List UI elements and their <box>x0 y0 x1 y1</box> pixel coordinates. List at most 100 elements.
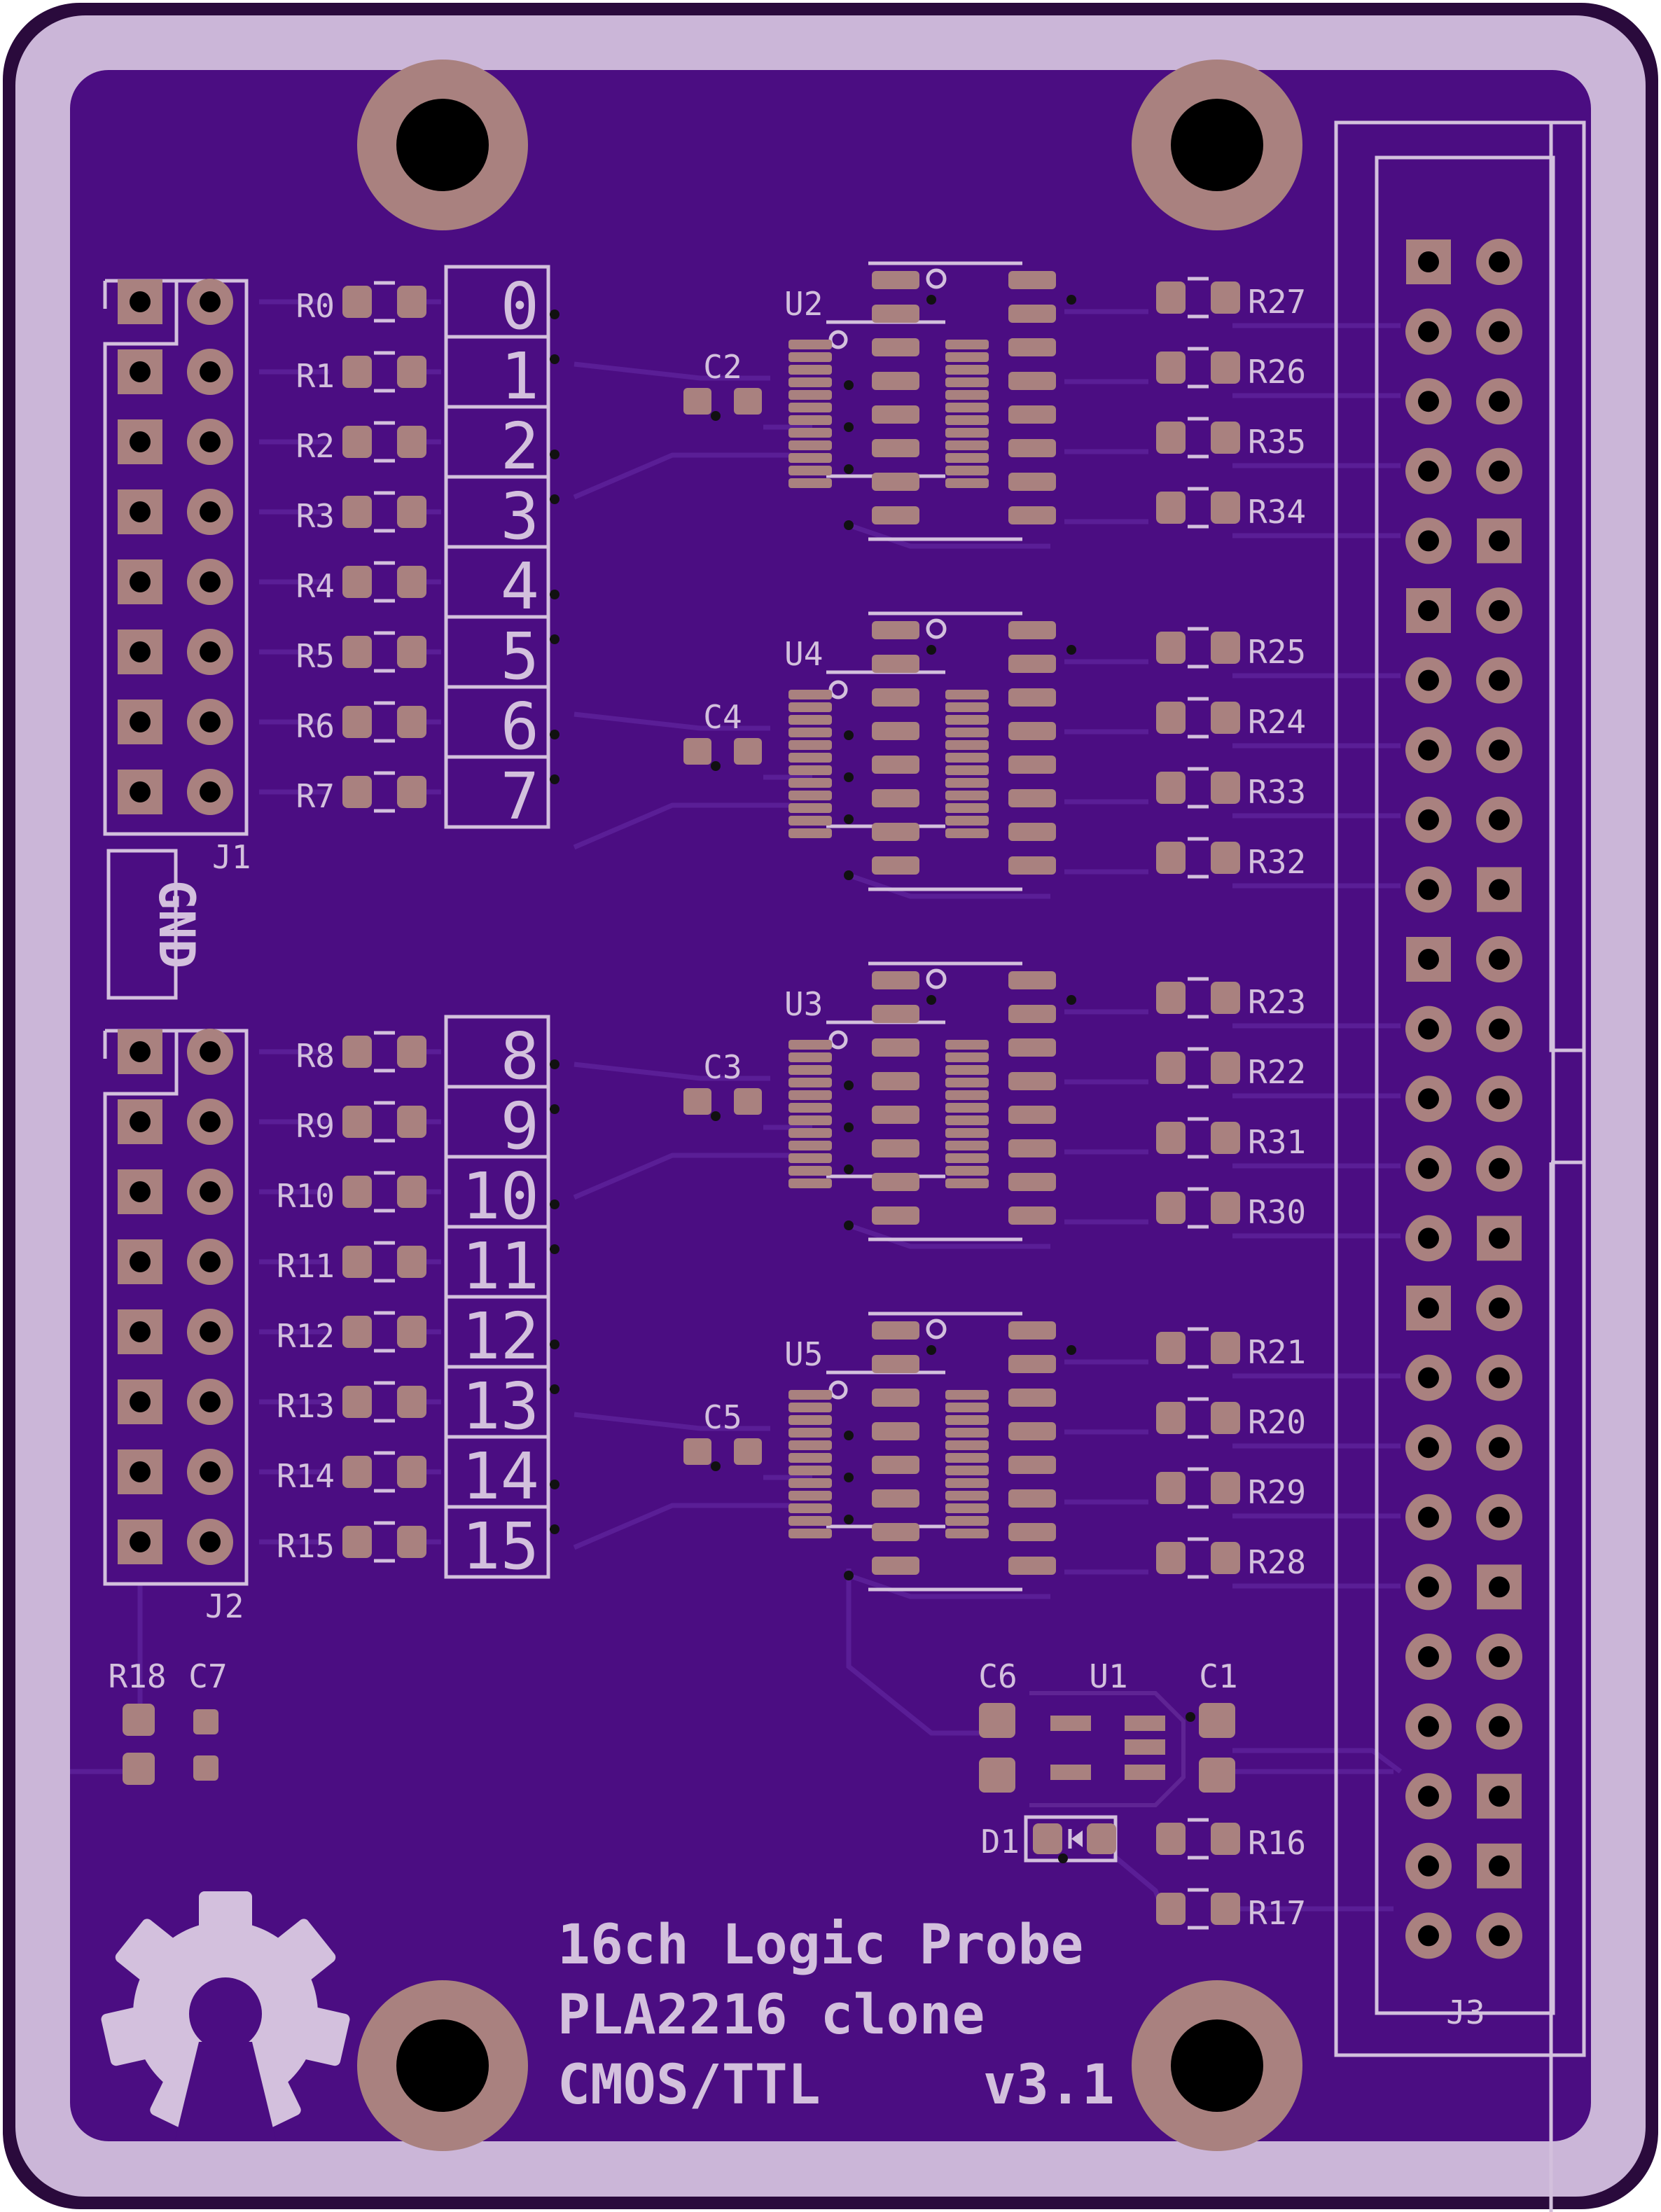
via <box>550 1244 560 1254</box>
ic-pad <box>788 740 832 750</box>
via <box>550 1104 560 1114</box>
ic-pad <box>788 803 832 813</box>
ic-pad <box>945 403 989 412</box>
channel-label-2: 2 <box>501 409 539 484</box>
pad-drill <box>130 1251 151 1272</box>
smd-pad <box>342 1386 372 1418</box>
ic-pad <box>945 1178 989 1188</box>
ic-ref-U2: U2 <box>784 285 823 323</box>
trace-layer <box>70 299 1403 1912</box>
ic-pad <box>872 338 919 356</box>
smd-pad <box>1156 982 1186 1014</box>
resistor-label-R0: R0 <box>296 287 335 325</box>
ic-pad <box>945 1103 989 1113</box>
resistor-label-R21: R21 <box>1248 1333 1306 1371</box>
ic-pad <box>872 1557 919 1575</box>
via <box>550 354 560 364</box>
smd-pad <box>342 356 372 388</box>
ic-pad <box>945 702 989 712</box>
smd-pad <box>1156 492 1186 524</box>
via <box>844 1164 854 1174</box>
pad-drill <box>1489 1716 1510 1737</box>
smd-pad <box>397 1316 426 1348</box>
via <box>550 494 560 504</box>
ic-pad <box>872 1206 919 1225</box>
via <box>711 411 721 421</box>
pad-drill <box>200 1391 221 1412</box>
ic-pad <box>872 439 919 457</box>
via <box>844 464 854 474</box>
resistor-label-R24: R24 <box>1248 703 1306 741</box>
ic-pad <box>1008 1489 1056 1508</box>
pad-drill <box>130 1111 151 1132</box>
pad-drill <box>200 1251 221 1272</box>
ic-pad <box>872 405 919 424</box>
smd-pad <box>397 706 426 738</box>
ic-pad <box>788 1153 832 1163</box>
ic-pad <box>1008 1005 1056 1023</box>
ic-pad <box>945 466 989 475</box>
ic-pad <box>945 1428 989 1438</box>
regulator-outline <box>1029 1691 1186 1807</box>
pad-drill <box>130 1041 151 1062</box>
ic-pad <box>945 1115 989 1125</box>
pad-drill <box>200 501 221 522</box>
pad-drill <box>1418 1367 1439 1389</box>
pad-drill <box>130 1531 151 1552</box>
smd-pad <box>342 566 372 598</box>
pad-drill <box>130 641 151 662</box>
pad-drill <box>1418 1786 1439 1807</box>
pad-drill <box>130 291 151 312</box>
cap-pad <box>683 738 711 765</box>
channel-label-8: 8 <box>501 1019 539 1094</box>
pad-drill <box>130 361 151 382</box>
via <box>550 1059 560 1069</box>
smd-pad <box>1211 632 1240 664</box>
resistor-label-R29: R29 <box>1248 1473 1306 1511</box>
ic-pad <box>788 778 832 788</box>
copper-trace <box>574 1412 770 1431</box>
title-line-2: PLA2216 clone <box>557 1984 985 2047</box>
header-ref-J1: J1 <box>212 838 251 876</box>
smd-pad <box>123 1753 155 1785</box>
smd-pad <box>342 286 372 318</box>
smd-pad <box>1156 1472 1186 1504</box>
ic-pad <box>788 1403 832 1412</box>
smd-pad <box>1211 352 1240 384</box>
ic-pad <box>788 1440 832 1450</box>
pad-drill <box>1418 1646 1439 1667</box>
smd-pad <box>342 1176 372 1208</box>
ic-pad <box>788 478 832 488</box>
ic-pad <box>788 1052 832 1062</box>
pad-drill <box>1489 391 1510 412</box>
smd-pad <box>1211 772 1240 804</box>
pad-drill <box>200 1321 221 1342</box>
ic-pad <box>872 1389 919 1407</box>
ic-pad <box>945 377 989 387</box>
smd-pad <box>397 1456 426 1488</box>
pad-drill <box>1418 1227 1439 1249</box>
diode-pad <box>1033 1823 1062 1854</box>
resistor-label-R2: R2 <box>296 427 335 465</box>
ic-pad <box>872 1139 919 1157</box>
ic-pad <box>788 466 832 475</box>
smd-pad <box>1156 702 1186 734</box>
channel-label-7: 7 <box>501 759 539 834</box>
smd-pad <box>397 1386 426 1418</box>
ic-pad <box>945 1128 989 1138</box>
via <box>844 870 854 880</box>
ic-pad <box>872 1038 919 1057</box>
ic-pad <box>1008 1072 1056 1090</box>
smd-pad <box>1211 1192 1240 1224</box>
ic-pad <box>945 1403 989 1412</box>
ic-pad <box>788 702 832 712</box>
via <box>844 1473 854 1482</box>
channel-label-15: 15 <box>461 1509 539 1584</box>
pad-drill <box>130 1391 151 1412</box>
resistor-label-R23: R23 <box>1248 983 1306 1021</box>
pad-drill <box>1489 321 1510 342</box>
mounting-hole <box>1171 99 1263 191</box>
ic-pad <box>872 971 919 989</box>
smd-pad <box>979 1758 1015 1793</box>
pin1-marker <box>926 618 947 639</box>
